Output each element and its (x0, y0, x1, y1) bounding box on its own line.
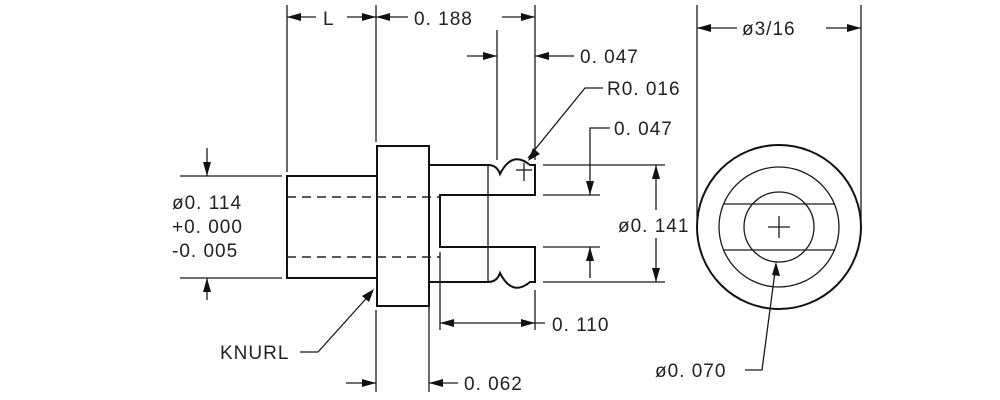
dim-length-label: L (323, 9, 335, 30)
dim-slot-label: 0. 047 (614, 119, 673, 140)
dim-tip-diameter-label: ø0. 141 (618, 216, 689, 237)
dim-shank-diameter-line-2: +0. 000 (172, 217, 243, 238)
dim-outer-diameter-label: ø3/16 (742, 19, 796, 40)
dim-slot-depth-label: 0. 110 (552, 315, 609, 336)
dim-shank-diameter-line-1: ø0. 114 (172, 193, 242, 214)
outer-circle (696, 144, 862, 310)
dim-bore-diameter-label: ø0. 070 (655, 361, 726, 382)
dim-shank-diameter-line-3: -0. 005 (172, 241, 238, 262)
dim-collar-label: 0. 062 (464, 374, 523, 395)
part-side-view (286, 145, 536, 307)
dim-groove-radius-label: R0. 016 (607, 79, 681, 100)
extension-lines (286, 5, 665, 392)
knurl-label: KNURL (220, 343, 289, 364)
collar-outline (376, 145, 430, 307)
middle-circle (718, 166, 840, 288)
shank-outline (286, 175, 378, 279)
dimension-lines (180, 13, 660, 387)
body-outline (429, 158, 536, 289)
bore-circle (743, 191, 815, 263)
dim-groove-width-label: 0. 047 (580, 47, 639, 68)
dim-body-label: 0. 188 (414, 9, 473, 30)
part-end-view (696, 5, 862, 371)
